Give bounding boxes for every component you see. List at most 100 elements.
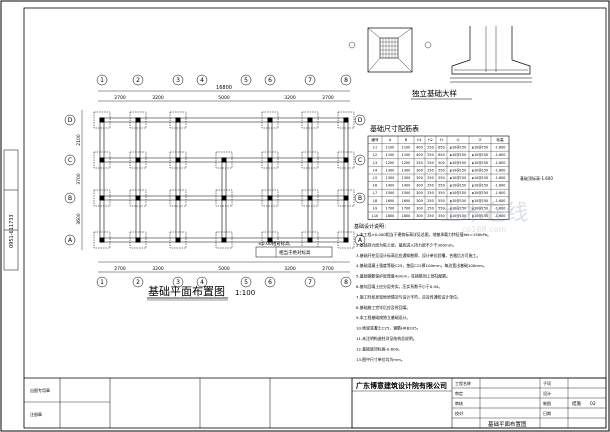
grid-label-bottom: 5 xyxy=(244,279,248,286)
table-header-cell: 编号 xyxy=(371,137,379,142)
table-header-cell: h2 xyxy=(428,138,433,142)
column xyxy=(221,195,227,201)
title-block-field: 子项 xyxy=(543,380,551,386)
note-line: 11.未注明构造柱详见结构总说明。 xyxy=(356,336,417,341)
table-cell: -1.600 xyxy=(495,206,506,210)
grid-bubble-bottom xyxy=(96,276,108,288)
table-header-cell: B xyxy=(405,138,408,142)
table-cell: φ10@150 xyxy=(472,161,488,165)
grid-label-top: 1 xyxy=(100,77,104,84)
table-cell: 250 xyxy=(416,161,422,165)
detail-title: 独立基础大样 xyxy=(412,88,457,98)
table-cell: 550 xyxy=(438,184,444,188)
table-cell: 1800 xyxy=(386,214,395,218)
grid-label-left: A xyxy=(68,237,73,244)
table-cell: 250 xyxy=(427,184,433,188)
table-cell: φ10@150 xyxy=(450,161,466,165)
plan-title: 基础平面布置图 xyxy=(148,285,225,298)
column xyxy=(307,157,313,163)
table-cell: 1800 xyxy=(402,214,411,218)
grid-bubble-top xyxy=(340,74,352,86)
inner-frame xyxy=(23,7,607,429)
grid-label-top: 2 xyxy=(136,77,140,84)
grid-label-top: 7 xyxy=(308,77,312,84)
table-cell: φ10@150 xyxy=(450,176,466,180)
table-cell: -1.600 xyxy=(495,146,506,150)
table-cell: J-8 xyxy=(372,199,377,203)
grid-bubble-top xyxy=(96,74,108,86)
column xyxy=(135,157,141,163)
column xyxy=(221,237,227,243)
footing-pad xyxy=(215,189,233,207)
table-cell: 250 xyxy=(427,168,433,172)
column xyxy=(343,117,349,123)
column xyxy=(135,117,141,123)
grid-label-top: 3 xyxy=(176,77,180,84)
drawing-name: 基础平面布置图 xyxy=(488,420,527,428)
note-line: 1.本工程±0.000相当于建筑标高详见总图，地基承载力特征值fak=150kP… xyxy=(356,232,491,237)
table-cell: φ10@150 xyxy=(450,146,466,150)
note-line: 13.图中尺寸单位均为mm。 xyxy=(356,357,405,362)
table-cell: J-9 xyxy=(372,206,377,210)
table-cell: 1700 xyxy=(386,206,395,210)
table-cell: -1.600 xyxy=(495,191,506,195)
column xyxy=(135,237,141,243)
note-line: 2.基础持力层为粘土层，基底进入持力层不少于300mm。 xyxy=(356,242,456,247)
column xyxy=(307,195,313,201)
notes-heading: 基础设计说明： xyxy=(354,223,389,230)
grid-bubble-right xyxy=(354,154,366,166)
footing-pad xyxy=(337,189,355,207)
table-cell: -1.600 xyxy=(495,199,506,203)
column xyxy=(307,117,313,123)
table-cell: 250 xyxy=(427,176,433,180)
table-cell: 1300 xyxy=(386,176,395,180)
level-note: ±0.00相对标高 xyxy=(258,240,290,247)
footing-pads xyxy=(93,111,355,249)
table-cell: 1100 xyxy=(386,146,395,150)
table-cell: J-2 xyxy=(372,153,377,157)
footing-pad xyxy=(301,151,319,169)
column xyxy=(307,237,313,243)
grid-bubble-left xyxy=(64,114,76,126)
table-cell: 300 xyxy=(416,199,422,203)
footing-pad xyxy=(337,111,355,129)
dim-text-top: 3200 xyxy=(152,95,164,101)
column xyxy=(343,157,349,163)
total-dim-top: 16800 xyxy=(216,85,232,91)
grid-label-bottom: 3 xyxy=(176,279,180,286)
grid-bubble-right xyxy=(354,234,366,246)
table-cell: 300 xyxy=(416,191,422,195)
grid-bubble-left xyxy=(64,192,76,204)
footing-pad xyxy=(129,231,147,249)
dim-text-left: 3600 xyxy=(76,213,82,225)
table-cell: φ10@150 xyxy=(450,153,466,157)
dim-text-bottom: 5000 xyxy=(218,266,230,272)
note-line: 4.基础混凝土强度等级C25，垫层C15厚100mm，每边宽出基础100mm。 xyxy=(356,263,487,268)
table-cell: 550 xyxy=(438,176,444,180)
table-header-cell: ① xyxy=(456,138,459,142)
table-cell: 1300 xyxy=(402,176,411,180)
grid-label-left: C xyxy=(68,157,72,164)
grid-bubble-top xyxy=(132,74,144,86)
table-cell: -1.600 xyxy=(495,176,506,180)
footing-pad xyxy=(215,151,233,169)
table-cell: 1700 xyxy=(402,206,411,210)
table-cell: -1.600 xyxy=(495,168,506,172)
footing-pad xyxy=(215,231,233,249)
footing-pad xyxy=(129,189,147,207)
title-block-field: 校对 xyxy=(455,410,463,416)
footing-pad xyxy=(261,189,279,207)
table-cell: 250 xyxy=(427,153,433,157)
table-cell: 550 xyxy=(438,206,444,210)
grid-label-right: A xyxy=(358,237,363,244)
column xyxy=(99,117,105,123)
table-cell: J-7 xyxy=(372,191,377,195)
table-cell: 300 xyxy=(416,206,422,210)
table-cell: φ10@150 xyxy=(472,176,488,180)
